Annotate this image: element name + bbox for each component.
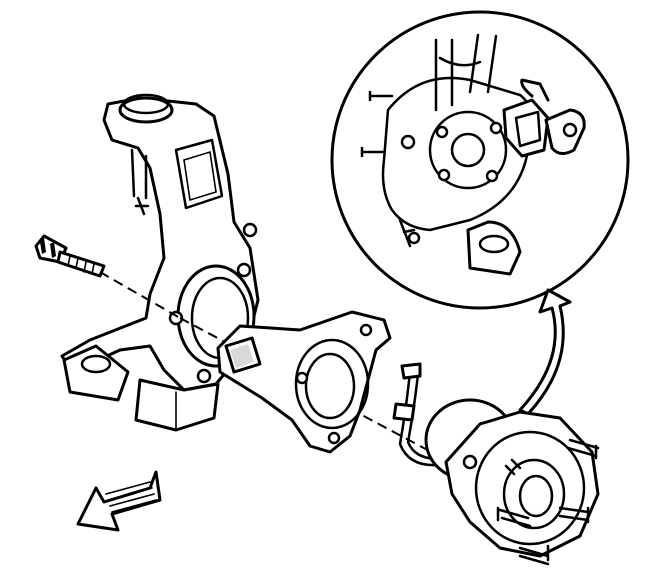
backing-plate	[216, 310, 392, 454]
curved-pointer-arrow	[518, 288, 572, 416]
detail-inset	[330, 10, 630, 310]
wheel-hub-bearing	[424, 398, 600, 566]
forward-arrow	[76, 470, 162, 532]
hub-bolt	[34, 234, 106, 278]
steering-knuckle	[60, 93, 260, 432]
